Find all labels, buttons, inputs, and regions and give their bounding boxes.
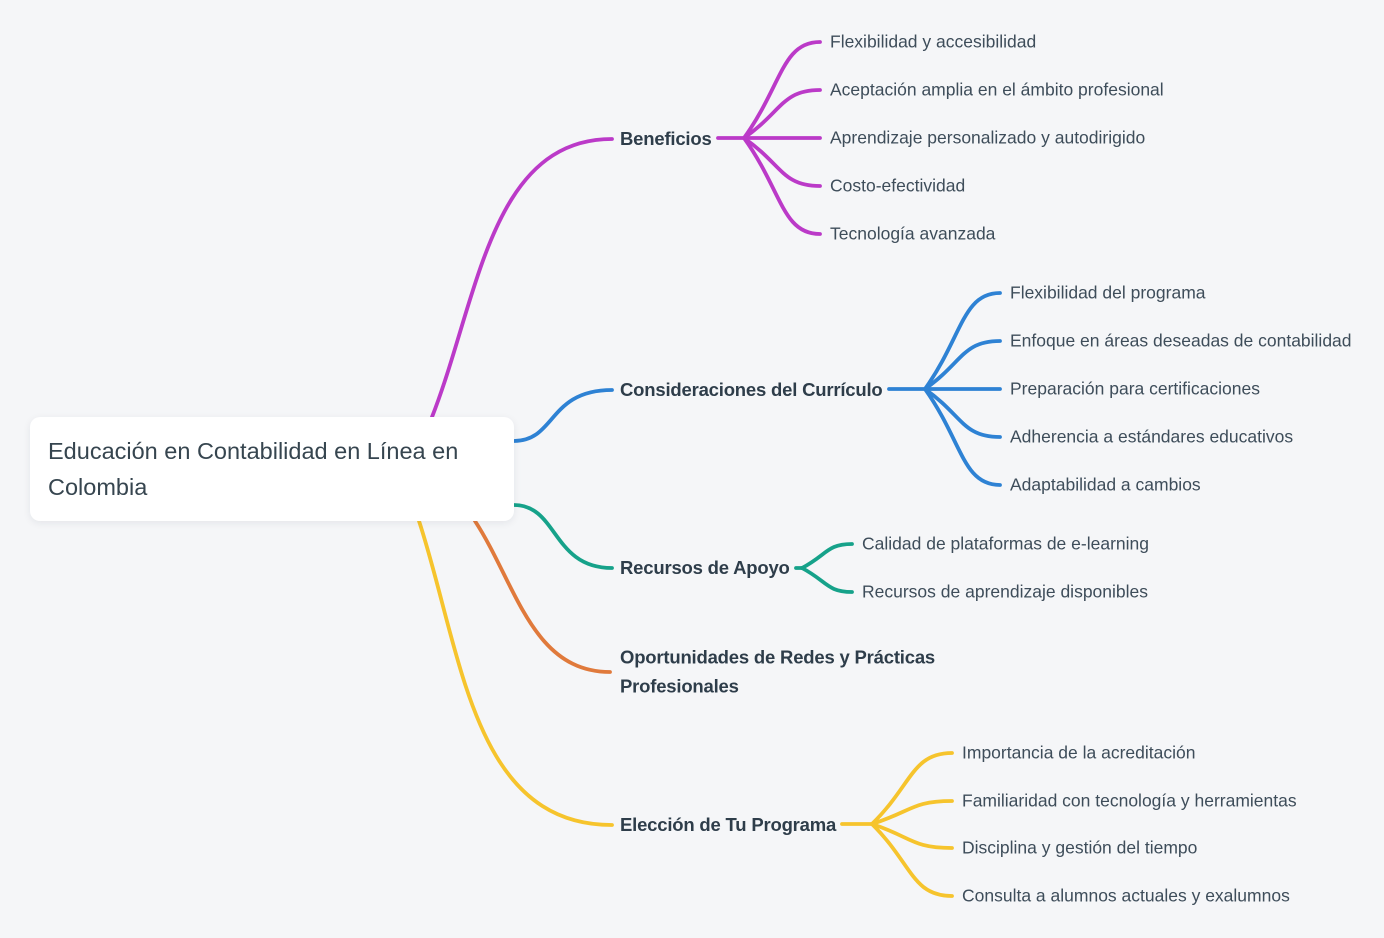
branch-label-oportunidades-de-redes[interactable]: Oportunidades de Redes y Prácticas Profe… — [620, 646, 936, 697]
child-label[interactable]: Adherencia a estándares educativos — [1010, 426, 1294, 447]
branch-connector — [473, 519, 612, 674]
branch-label-beneficios[interactable]: Beneficios — [620, 128, 712, 149]
branch-label-consideraciones-del-curriculo[interactable]: Consideraciones del Currículo — [620, 379, 883, 400]
root-node[interactable]: Educación en Contabilidad en Línea en Co… — [30, 417, 514, 521]
child-label[interactable]: Flexibilidad del programa — [1010, 282, 1206, 303]
branch-connector — [742, 88, 822, 140]
branch-label-eleccion-de-tu-programa[interactable]: Elección de Tu Programa — [620, 814, 837, 835]
child-label[interactable]: Disciplina y gestión del tiempo — [962, 837, 1198, 858]
child-label[interactable]: Tecnología avanzada — [830, 223, 996, 244]
branch-connector — [870, 822, 954, 898]
child-label[interactable]: Recursos de aprendizaje disponibles — [862, 581, 1149, 602]
child-label[interactable]: Costo-efectividad — [830, 175, 966, 196]
branch-connector — [870, 799, 954, 826]
child-label[interactable]: Aceptación amplia en el ámbito profesion… — [830, 79, 1164, 100]
root-node-label: Educación en Contabilidad en Línea en Co… — [48, 438, 459, 500]
child-label[interactable]: Familiaridad con tecnología y herramient… — [962, 790, 1297, 811]
child-label[interactable]: Consulta a alumnos actuales y exalumnos — [962, 885, 1290, 906]
child-label[interactable]: Preparación para certificaciones — [1010, 378, 1260, 399]
branch-connector — [512, 388, 614, 443]
branch-connector — [870, 822, 954, 850]
branch-connector — [800, 542, 854, 570]
child-label[interactable]: Flexibilidad y accesibilidad — [830, 31, 1037, 52]
child-label[interactable]: Importancia de la acreditación — [962, 742, 1196, 763]
branch-connector — [800, 566, 854, 594]
branch-connector — [923, 339, 1002, 391]
branch-connector — [742, 136, 822, 188]
branch-connector — [923, 291, 1002, 391]
branch-connector — [430, 137, 614, 419]
child-label[interactable]: Enfoque en áreas deseadas de contabilida… — [1010, 330, 1352, 351]
branch-connector — [923, 387, 1002, 439]
branch-connector — [923, 387, 1002, 487]
child-label[interactable]: Adaptabilidad a cambios — [1010, 474, 1201, 495]
branch-connector — [870, 751, 954, 826]
branch-connector — [742, 40, 822, 140]
branch-label-recursos-de-apoyo[interactable]: Recursos de Apoyo — [620, 557, 790, 578]
child-label[interactable]: Aprendizaje personalizado y autodirigido — [830, 127, 1146, 148]
branch-connector — [417, 519, 614, 827]
child-label[interactable]: Calidad de plataformas de e-learning — [862, 533, 1149, 554]
branch-connector — [512, 503, 614, 570]
branch-connector — [742, 136, 822, 236]
